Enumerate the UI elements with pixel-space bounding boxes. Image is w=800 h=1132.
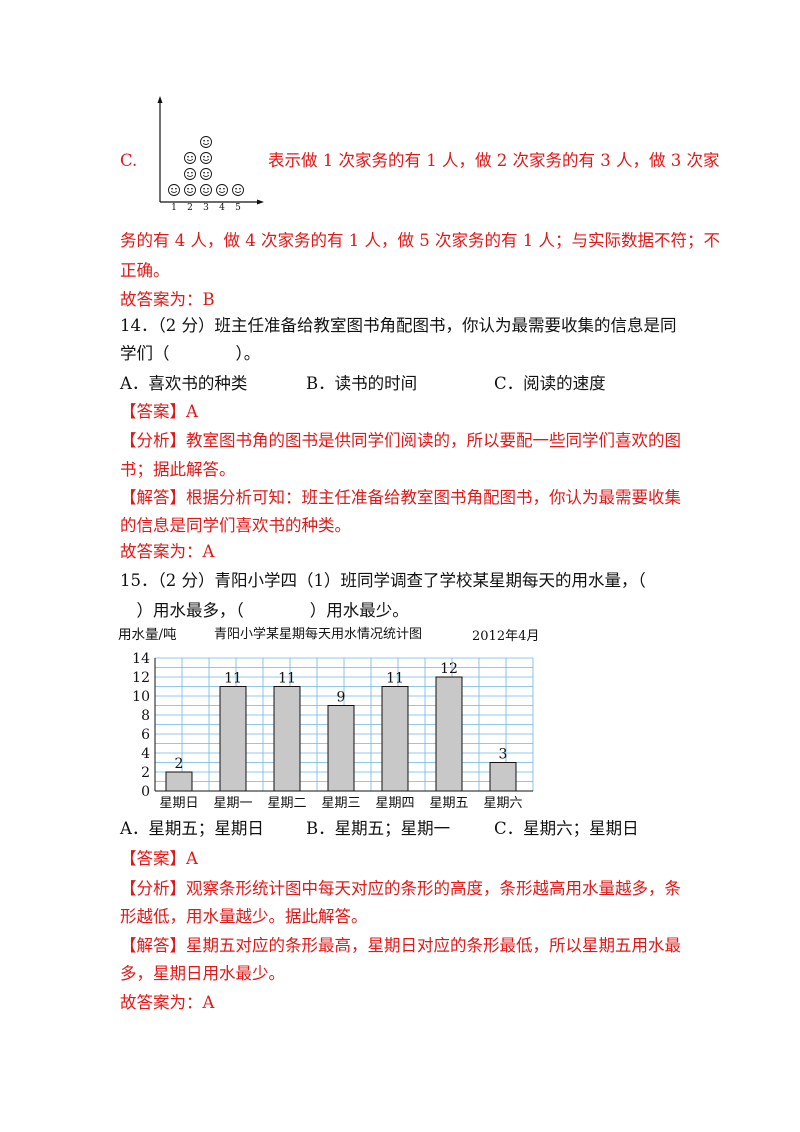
chart-x-tick: 星期五 <box>429 796 468 811</box>
q14-option-a: A．喜欢书的种类 <box>120 374 248 393</box>
chart-bar <box>435 676 463 792</box>
chart-bar <box>219 686 247 792</box>
q14-option-b: B．读书的时间 <box>306 374 418 393</box>
smiley-icon <box>184 152 196 164</box>
pictograph-x-arrow <box>257 199 264 205</box>
q15-option-c: C．星期六；星期日 <box>494 819 639 838</box>
chart-data-label: 2 <box>175 756 184 772</box>
chart-y-tick: 0 <box>141 784 150 800</box>
chart-title: 青阳小学某星期每天用水情况统计图 <box>214 626 422 642</box>
smiley-icon <box>216 184 228 196</box>
smiley-icon <box>168 184 180 196</box>
option-c-label: C. <box>120 151 138 170</box>
chart-data-label: 11 <box>278 671 296 687</box>
smiley-icon <box>184 168 196 180</box>
chart-y-tick: 2 <box>141 765 150 781</box>
q14-solution-1: 【解答】根据分析可知：班主任准备给教室图书角配图书，你认为最需要收集 <box>120 488 681 507</box>
q15-answer: 【答案】A <box>120 849 198 868</box>
q14-analysis-2: 书；据此解答。 <box>120 460 236 479</box>
pictograph-x-tick: 5 <box>235 203 241 213</box>
q15-stem-2: ）用水最多，（ ）用水最少。 <box>120 601 409 620</box>
q15-analysis-2: 形越低，用水量越少。据此解答。 <box>120 907 368 926</box>
chart-x-tick: 星期三 <box>321 796 360 811</box>
chart-ylabel: 用水量/吨 <box>118 627 177 643</box>
q15-option-a: A．星期五；星期日 <box>120 819 264 838</box>
chart-data-label: 9 <box>337 690 346 706</box>
chart-data-label: 11 <box>224 671 242 687</box>
option-c-text-1: 表示做 1 次家务的有 1 人，做 2 次家务的有 3 人，做 3 次家 <box>268 151 720 170</box>
chart-y-tick: 4 <box>141 746 150 762</box>
q14-answer: 【答案】A <box>120 402 198 421</box>
pictograph-x-tick: 1 <box>171 203 177 213</box>
q14-analysis-1: 【分析】教室图书角的图书是供同学们阅读的，所以要配一些同学们喜欢的图 <box>120 431 681 450</box>
chart-x-tick: 星期四 <box>375 796 414 811</box>
chart-x-tick: 星期日 <box>159 796 198 811</box>
smiley-icon <box>200 168 212 180</box>
smiley-icon <box>200 152 212 164</box>
smiley-icon <box>232 184 244 196</box>
q15-option-b: B．星期五；星期一 <box>306 819 451 838</box>
pictograph-x-tick: 2 <box>187 203 193 213</box>
q14-solution-2: 的信息是同学们喜欢书的种类。 <box>120 516 351 535</box>
chart-bar <box>327 705 355 792</box>
q15-analysis-1: 【分析】观察条形统计图中每天对应的条形的高度，条形越高用水量越多，条 <box>120 879 681 898</box>
q14-stem-1: 14．（2 分）班主任准备给教室图书角配图书，你认为最需要收集的信息是同 <box>120 316 677 335</box>
smiley-icon <box>200 136 212 148</box>
chart-x-tick: 星期二 <box>267 796 306 811</box>
chart-y-tick: 8 <box>141 708 150 724</box>
q15-solution-2: 多，星期日用水最少。 <box>120 964 285 983</box>
option-c-text-3: 正确。 <box>120 261 170 280</box>
pictograph-x-tick: 3 <box>203 203 209 213</box>
water-usage-bar-chart: 用水量/吨 青阳小学某星期每天用水情况统计图 2012年4月 0 2 4 6 8 10 12… <box>118 626 538 811</box>
pictograph-x-tick: 4 <box>219 203 225 213</box>
chart-x-tick: 星期六 <box>483 796 522 811</box>
chart-data-label: 12 <box>440 661 458 677</box>
chart-bar <box>381 686 409 792</box>
chart-bar <box>489 762 517 792</box>
smiley-icon <box>200 184 212 196</box>
chart-y-tick: 14 <box>132 651 150 667</box>
q13-conclusion: 故答案为：B <box>120 290 215 309</box>
q14-conclusion: 故答案为：A <box>120 542 215 561</box>
chart-y-tick: 6 <box>141 727 150 743</box>
option-c-text-2: 务的有 4 人，做 4 次家务的有 1 人，做 5 次家务的有 1 人；与实际数… <box>120 231 720 250</box>
q15-stem-1: 15．（2 分）青阳小学四（1）班同学调查了学校某星期每天的用水量，（ <box>120 571 646 590</box>
pictograph-y-arrow <box>157 96 163 103</box>
chart-data-label: 11 <box>386 671 404 687</box>
chart-y-tick: 12 <box>132 670 150 686</box>
chart-data-label: 3 <box>499 747 508 763</box>
chart-subtitle: 2012年4月 <box>472 629 538 644</box>
chart-bar <box>273 686 301 792</box>
q15-conclusion: 故答案为：A <box>120 993 215 1012</box>
q15-solution-1: 【解答】星期五对应的条形最高，星期日对应的条形最低，所以星期五用水最 <box>120 936 681 955</box>
chart-y-tick: 10 <box>132 689 150 705</box>
chart-bar <box>165 771 193 792</box>
chart-x-tick: 星期一 <box>213 796 252 811</box>
q14-option-c: C．阅读的速度 <box>494 374 606 393</box>
smiley-icon <box>184 184 196 196</box>
q14-stem-2: 学们（ ）。 <box>120 344 261 363</box>
